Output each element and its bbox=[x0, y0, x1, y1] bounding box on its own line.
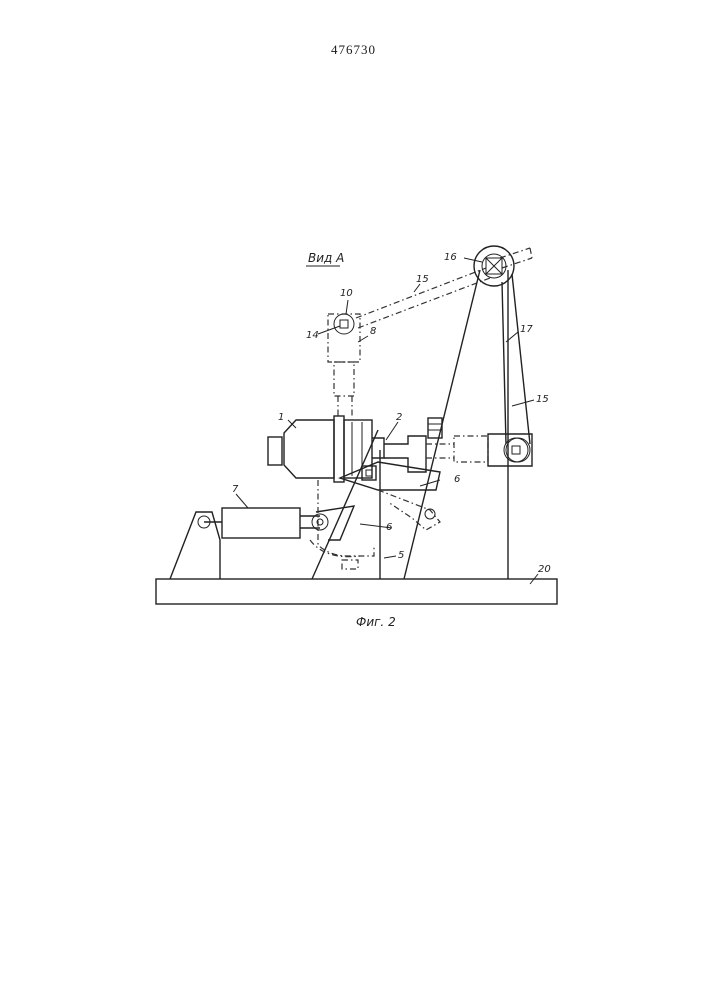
cylinder bbox=[222, 508, 300, 538]
label-16: 16 bbox=[444, 252, 457, 263]
label-6-upper: 6 bbox=[454, 474, 460, 485]
figure-caption: Фиг. 2 bbox=[356, 615, 396, 629]
upper-lever bbox=[328, 314, 360, 362]
belt bbox=[502, 274, 530, 444]
right-clamp bbox=[488, 434, 532, 466]
motor-knob bbox=[268, 437, 282, 465]
label-20: 20 bbox=[538, 564, 551, 575]
motor-body bbox=[284, 420, 334, 478]
label-15-top: 15 bbox=[416, 274, 429, 285]
label-2: 2 bbox=[396, 412, 402, 423]
label-5: 5 bbox=[398, 550, 404, 561]
label-1: 1 bbox=[278, 412, 284, 423]
label-15-right: 15 bbox=[536, 394, 549, 405]
label-8: 8 bbox=[370, 326, 376, 337]
label-6-lower: 6 bbox=[386, 522, 392, 533]
label-10: 10 bbox=[340, 288, 353, 299]
lower-lever bbox=[316, 506, 354, 540]
label-17: 17 bbox=[520, 324, 533, 335]
tall-column bbox=[404, 270, 480, 579]
inclined-strut bbox=[312, 430, 378, 579]
base-plate bbox=[156, 579, 557, 604]
view-label: Вид А bbox=[308, 251, 344, 265]
label-7: 7 bbox=[232, 484, 239, 495]
label-14: 14 bbox=[306, 330, 319, 341]
